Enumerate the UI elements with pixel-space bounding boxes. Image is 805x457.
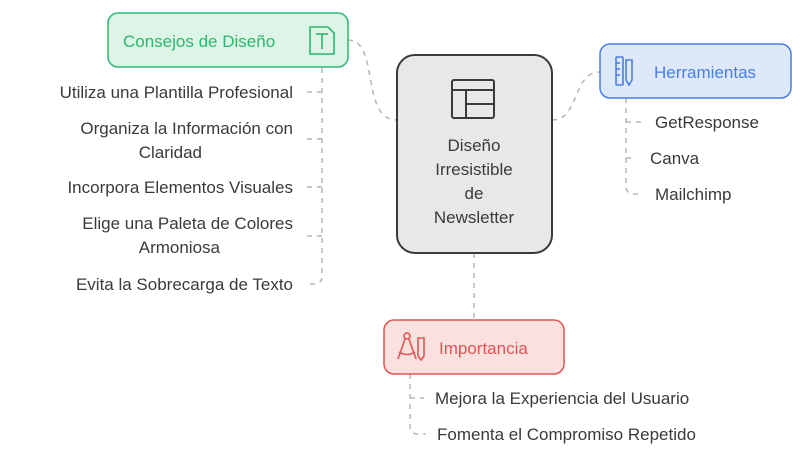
importancia-items: Mejora la Experiencia del Usuario Foment… xyxy=(435,389,696,444)
connectors xyxy=(306,39,642,435)
branch-node-herramientas[interactable]: Herramientas xyxy=(599,43,792,99)
herramientas-items: GetResponse Canva Mailchimp xyxy=(650,113,759,204)
connector-herramientas-trunk xyxy=(625,98,642,195)
list-item-continuation: Armoniosa xyxy=(139,238,221,257)
connector-center-herramientas xyxy=(551,71,601,121)
list-item: Fomenta el Compromiso Repetido xyxy=(437,425,696,444)
branch-label-herramientas: Herramientas xyxy=(654,63,756,82)
connector-center-consejos xyxy=(347,39,398,121)
branch-node-consejos[interactable]: Consejos de Diseño xyxy=(107,12,349,68)
list-item: GetResponse xyxy=(655,113,759,132)
list-item: Evita la Sobrecarga de Texto xyxy=(76,275,293,294)
compass-drafting-icon xyxy=(397,332,425,362)
center-title-line-2: Irresistible xyxy=(435,160,512,179)
consejos-items: Utiliza una Plantilla Profesional Organi… xyxy=(60,83,293,294)
connector-consejos-trunk xyxy=(306,68,323,285)
text-type-icon xyxy=(309,26,335,55)
connector-importancia-trunk xyxy=(409,374,426,435)
list-item: Canva xyxy=(650,149,700,168)
list-item: Organiza la Información con xyxy=(80,119,293,138)
list-item-continuation: Claridad xyxy=(139,143,202,162)
list-item: Mailchimp xyxy=(655,185,732,204)
ruler-pencil-icon xyxy=(615,56,633,87)
list-item: Utiliza una Plantilla Profesional xyxy=(60,83,293,102)
branch-node-importancia[interactable]: Importancia xyxy=(383,319,565,375)
branch-label-consejos: Consejos de Diseño xyxy=(123,32,275,51)
list-item: Mejora la Experiencia del Usuario xyxy=(435,389,689,408)
center-node[interactable]: Diseño Irresistible de Newsletter xyxy=(396,54,553,254)
center-title-line-4: Newsletter xyxy=(434,208,515,227)
list-item: Incorpora Elementos Visuales xyxy=(67,178,293,197)
center-title-line-3: de xyxy=(465,184,484,203)
list-item: Elige una Paleta de Colores xyxy=(82,214,293,233)
branch-label-importancia: Importancia xyxy=(439,339,528,358)
center-title-line-1: Diseño xyxy=(448,136,501,155)
layout-template-icon xyxy=(451,79,495,119)
